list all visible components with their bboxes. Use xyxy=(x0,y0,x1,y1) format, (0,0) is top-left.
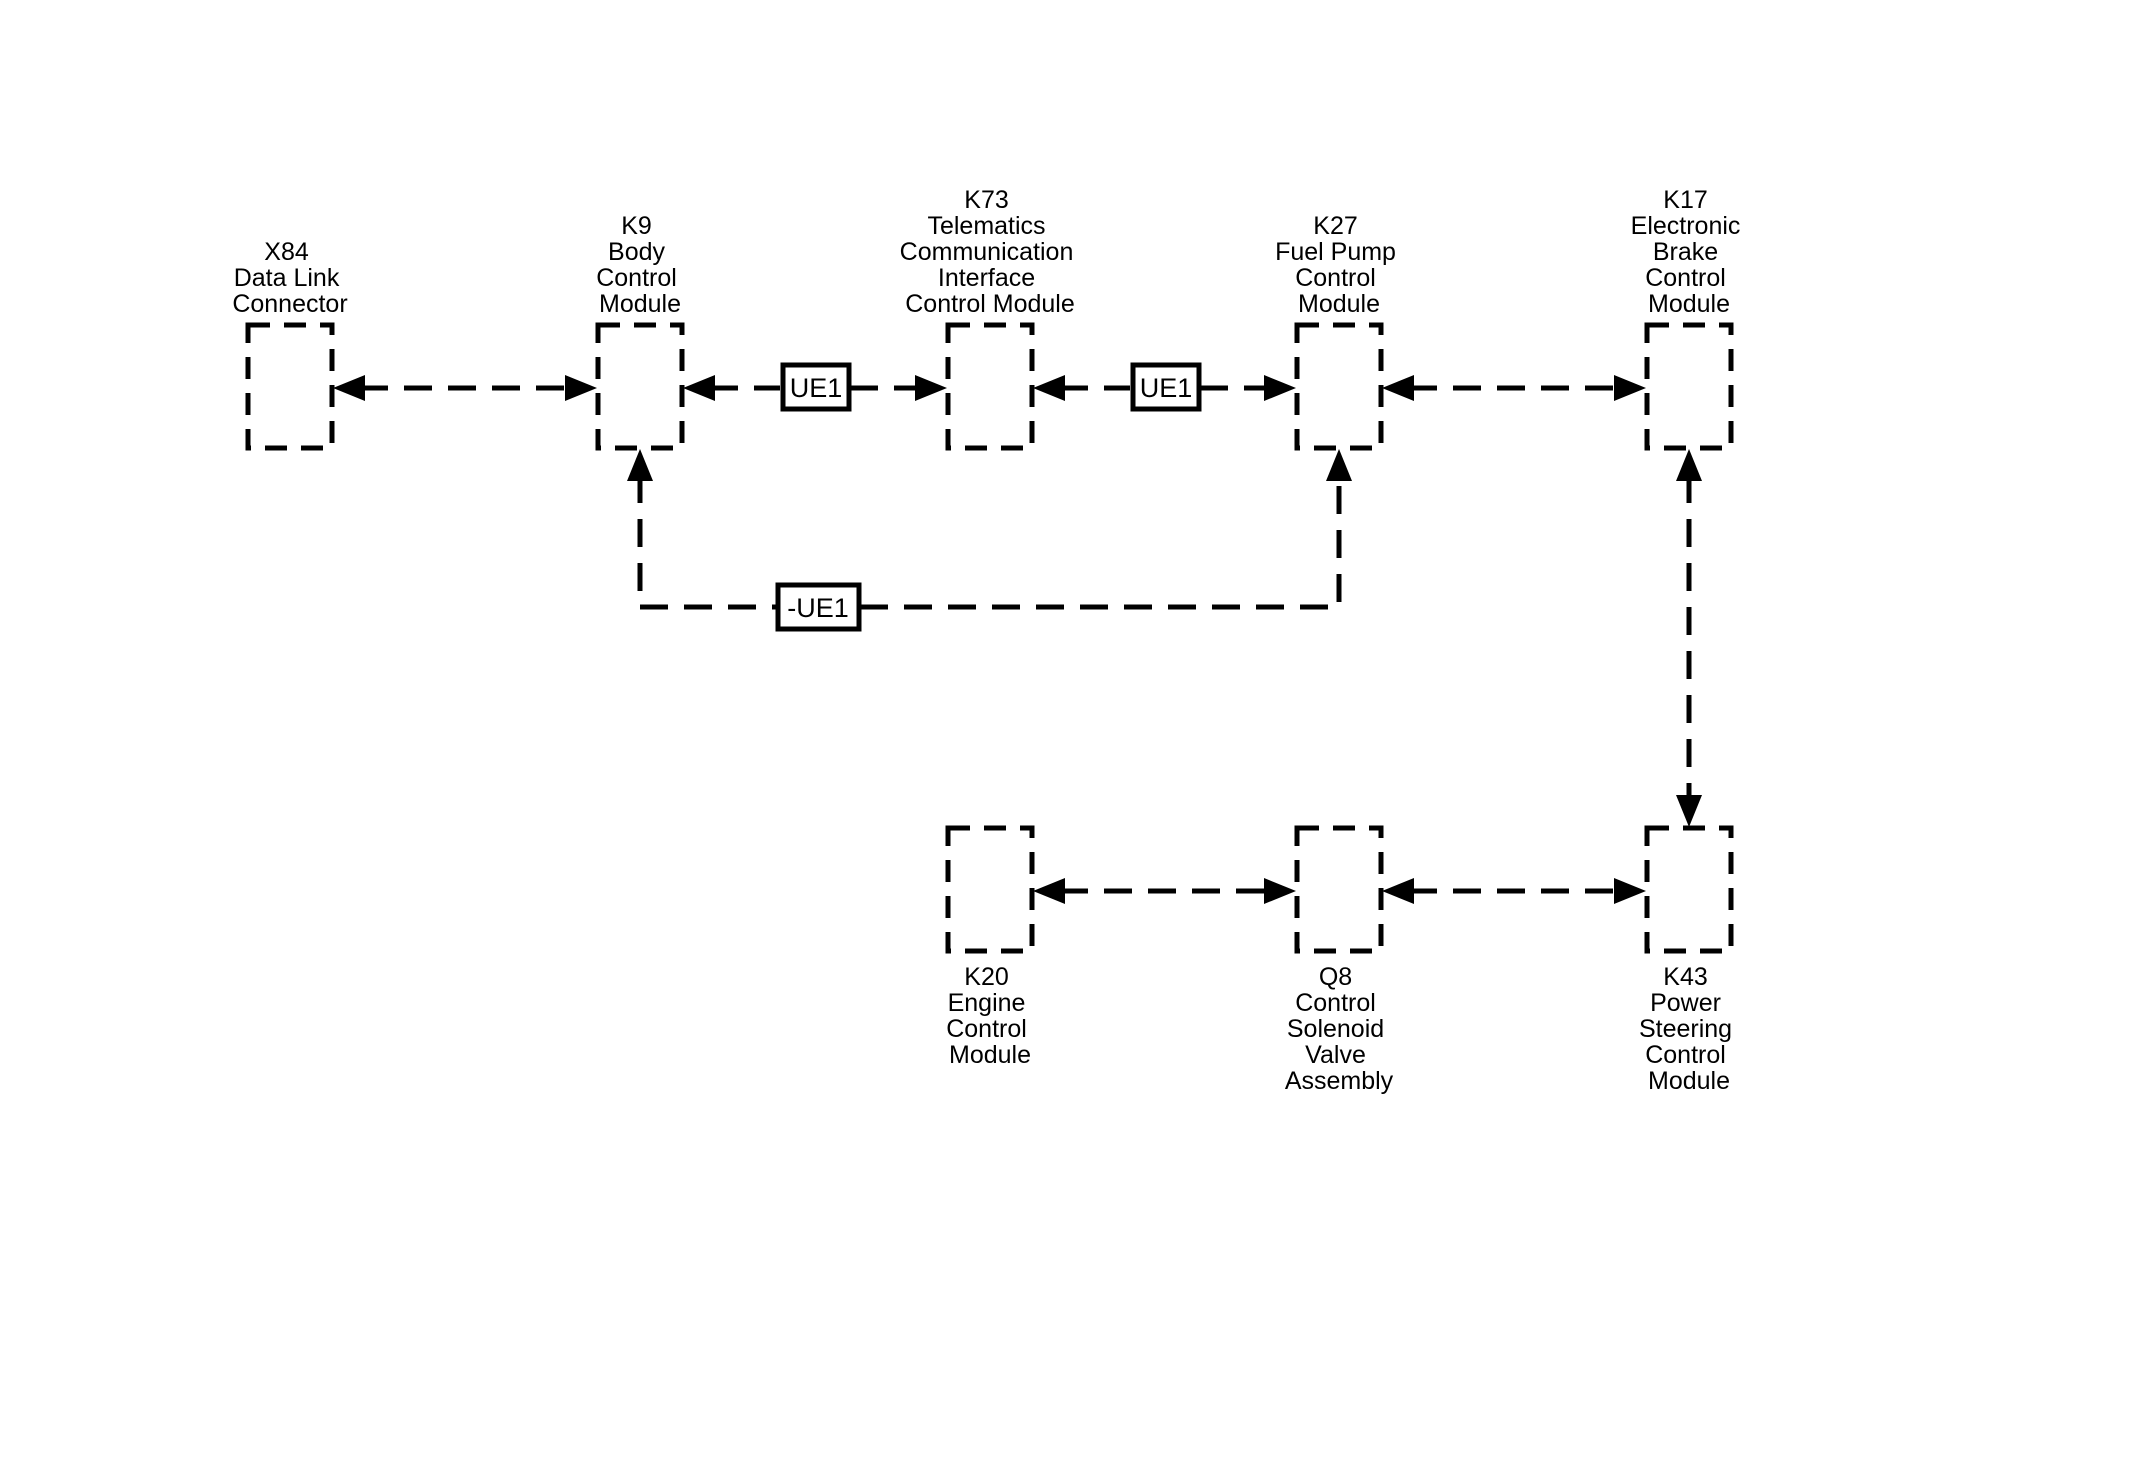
arrow-right-icon xyxy=(1264,375,1296,401)
module-k43-label: K43 Power Steering Control Module xyxy=(1639,963,1739,1095)
wire-k9-bypass-left xyxy=(637,475,778,610)
module-k20-box xyxy=(945,825,1035,954)
wire-k27-bypass-right xyxy=(860,475,1342,610)
arrow-left-icon xyxy=(1033,878,1065,904)
module-k43: K43 Power Steering Control Module xyxy=(1639,825,1739,1095)
arrow-right-icon xyxy=(1264,878,1296,904)
module-k73-box xyxy=(945,322,1035,451)
option-box-frame xyxy=(780,362,852,412)
arrow-left-icon xyxy=(683,375,715,401)
module-x84-box xyxy=(245,322,335,451)
arrow-right-icon xyxy=(1614,375,1646,401)
module-x84: X84 Data Link Connector xyxy=(232,238,348,451)
module-k17-box xyxy=(1644,322,1734,451)
arrow-left-icon xyxy=(1033,375,1065,401)
module-k20: K20 Engine Control Module xyxy=(945,825,1035,1069)
arrow-right-icon xyxy=(565,375,597,401)
arrow-left-icon xyxy=(1382,375,1414,401)
module-q8-label: Q8 Control Solenoid Valve Assembly xyxy=(1285,963,1394,1095)
arrow-up-icon xyxy=(1326,449,1352,481)
arrow-left-icon xyxy=(333,375,365,401)
module-k20-label: K20 Engine Control Module xyxy=(946,963,1034,1069)
module-k17: K17 Electronic Brake Control Module xyxy=(1631,186,1748,451)
option-box-frame xyxy=(1130,362,1202,412)
option-code: UE1 xyxy=(1140,373,1193,403)
module-k9-box xyxy=(595,322,685,451)
arrow-down-icon xyxy=(1676,795,1702,827)
option-box-k9-k27-bypass: -UE1 xyxy=(775,582,862,632)
module-x84-label: X84 Data Link Connector xyxy=(232,238,347,318)
option-box-frame xyxy=(775,582,862,632)
module-k9-label: K9 Body Control Module xyxy=(596,212,684,318)
arrow-up-icon xyxy=(627,449,653,481)
module-k27-label: K27 Fuel Pump Control Module xyxy=(1275,212,1403,318)
arrow-right-icon xyxy=(1614,878,1646,904)
module-k9: K9 Body Control Module xyxy=(595,212,685,451)
module-k27: K27 Fuel Pump Control Module xyxy=(1275,212,1403,451)
module-k43-box xyxy=(1644,825,1734,954)
arrow-left-icon xyxy=(1382,878,1414,904)
module-k73: K73 Telematics Communication Interface C… xyxy=(900,186,1081,451)
module-q8: Q8 Control Solenoid Valve Assembly xyxy=(1285,825,1394,1095)
arrowheads xyxy=(333,375,1702,904)
module-q8-box xyxy=(1294,825,1384,954)
option-code: UE1 xyxy=(790,373,843,403)
option-box-k73-k27: UE1 xyxy=(1130,362,1202,412)
module-k27-box xyxy=(1294,322,1384,451)
arrow-up-icon xyxy=(1676,449,1702,481)
option-code: -UE1 xyxy=(787,593,849,623)
option-box-k9-k73: UE1 xyxy=(780,362,852,412)
arrow-right-icon xyxy=(915,375,947,401)
module-k73-label: K73 Telematics Communication Interface C… xyxy=(900,186,1081,318)
module-k17-label: K17 Electronic Brake Control Module xyxy=(1631,186,1748,318)
